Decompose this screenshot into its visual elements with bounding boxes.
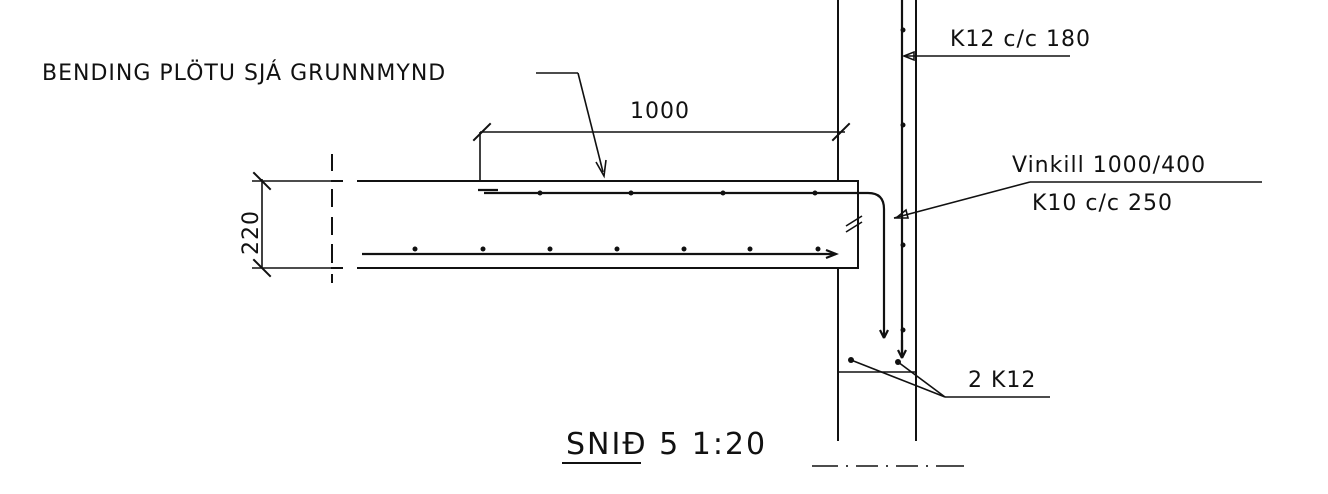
slab-note-label: BENDING PLÖTU SJÁ GRUNNMYND (42, 60, 446, 86)
slab-top-rebar (478, 188, 889, 339)
leader-slab-note (536, 72, 607, 179)
slab-outline (331, 154, 859, 283)
angle-bar-label-line2: K10 c/c 250 (1032, 191, 1173, 216)
slab-bottom-rebar (362, 246, 839, 260)
leader-angle-bar (893, 181, 1262, 219)
wall-outline (837, 0, 917, 441)
dimension-220 (252, 171, 332, 278)
angle-bar-label-line1: Vinkill 1000/400 (1012, 153, 1206, 178)
dimension-220-label: 220 (239, 210, 264, 255)
dimension-1000-label: 1000 (630, 99, 690, 124)
section-title: SNIÐ 5 1:20 (566, 427, 767, 462)
wall-rebar-label: K12 c/c 180 (950, 27, 1091, 52)
dimension-1000 (472, 122, 851, 180)
corner-bars-label: 2 K12 (968, 368, 1036, 393)
wall-rebar-lines (897, 0, 907, 359)
leader-wall-rebar (901, 50, 1070, 62)
leader-corner-bars (850, 359, 1050, 398)
